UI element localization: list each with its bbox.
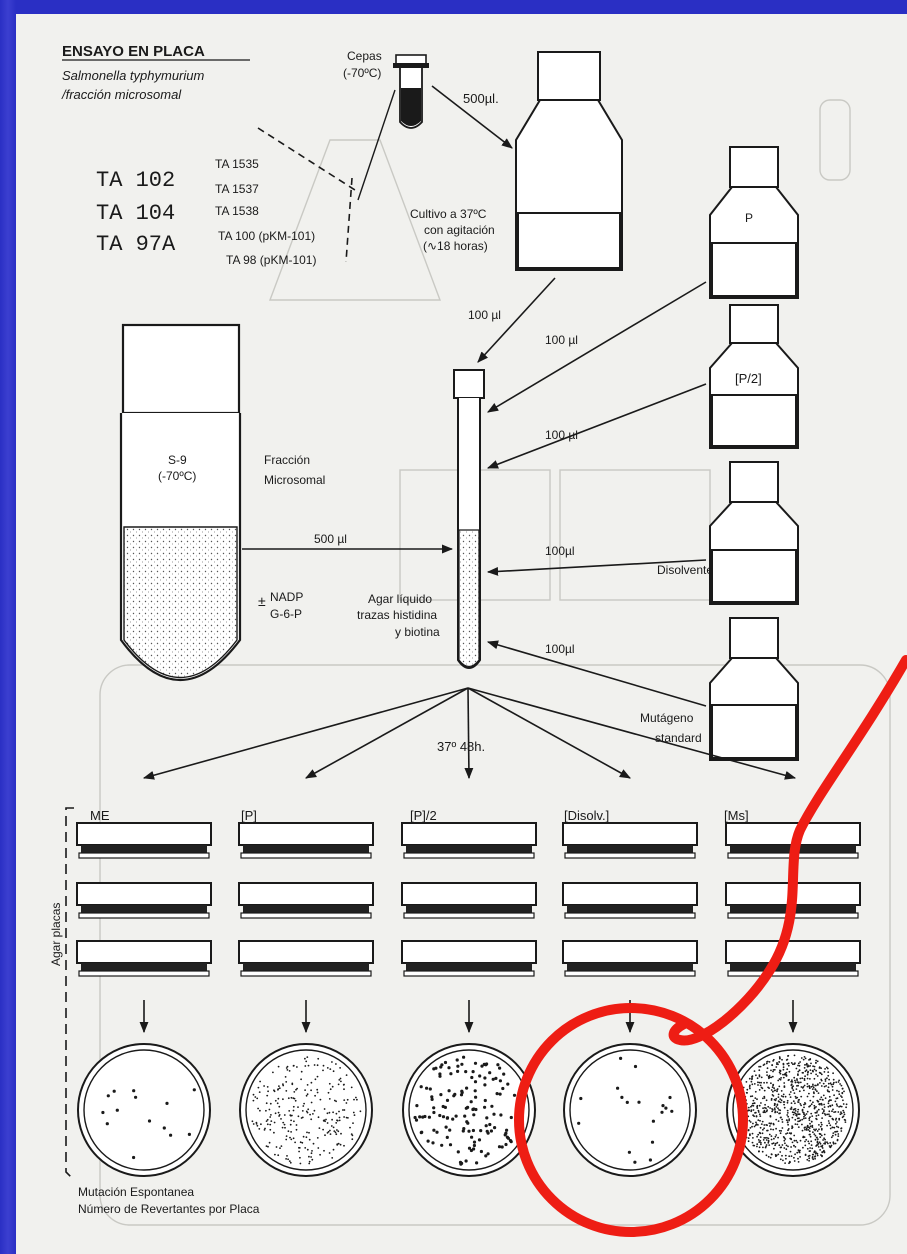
fraccion-label-2: Microsomal — [264, 473, 325, 487]
bottle-p2-label: [P/2] — [735, 371, 762, 386]
incubation-label: 37º 48h. — [437, 739, 485, 754]
column-header: [Ms] — [724, 808, 749, 823]
vol-500ul-cepas: 500µl. — [463, 91, 499, 106]
arrow-mutageno-to-tube — [488, 642, 706, 706]
strain-small: TA 98 (pKM-101) — [226, 253, 316, 267]
agar-plate — [77, 883, 211, 918]
strain-large: TA 102 — [96, 168, 175, 193]
strain-small: TA 1537 — [215, 182, 259, 196]
fraccion-label-1: Fracción — [264, 453, 310, 467]
cepas-label: Cepas — [347, 49, 382, 63]
nadp-pm: ± — [258, 593, 266, 609]
agar-plate — [563, 823, 697, 858]
mutageno-label-2: standard — [655, 731, 702, 745]
vol-100ul-cultivo: 100 µl — [468, 308, 501, 322]
agar-plate — [77, 823, 211, 858]
strain-large: TA 104 — [96, 201, 175, 226]
agar-plate — [402, 941, 536, 976]
cultivo-label-3: (∿18 horas) — [423, 239, 488, 253]
bottle-disolvente — [710, 462, 798, 604]
agar-placas-label: Agar placas — [49, 903, 63, 966]
s9-label: S-9 — [168, 453, 187, 467]
cepas-vial — [393, 55, 429, 128]
column-header: [P] — [241, 808, 257, 823]
agar-plate — [239, 941, 373, 976]
arrow-p-to-tube — [488, 282, 706, 412]
agar-plate — [726, 941, 860, 976]
strain-small: TA 1538 — [215, 204, 259, 218]
bottle-p-label: P — [745, 211, 753, 225]
agar-placas-bracket — [66, 808, 74, 1180]
agar-plate — [77, 941, 211, 976]
column-header: ME — [90, 808, 110, 823]
vol-500ul-s9: 500 µl — [314, 532, 347, 546]
page-title: ENSAYO EN PLACA — [62, 43, 205, 60]
vol-100ul-p: 100 µl — [545, 333, 578, 347]
agar-label-2: trazas histidina — [357, 608, 437, 622]
petri-dish — [564, 1044, 696, 1176]
agar-plate — [563, 883, 697, 918]
column-header: [P]/2 — [410, 808, 437, 823]
strain-large: TA 97A — [96, 232, 176, 257]
agar-plate — [239, 823, 373, 858]
bottle-mutageno — [710, 618, 798, 760]
agar-label-1: Agar líquido — [368, 592, 432, 606]
subtitle-fraction: /fracción microsomal — [61, 87, 182, 102]
s9-tube — [121, 325, 240, 680]
subtitle-organism: Salmonella typhymurium — [62, 68, 205, 83]
column-header: [Disolv.] — [564, 808, 609, 823]
agar-plate — [239, 883, 373, 918]
petri-dish — [78, 1044, 210, 1176]
nadp-label-2: G-6-P — [270, 607, 302, 621]
strain-small: TA 1535 — [215, 157, 259, 171]
cepas-temp: (-70ºC) — [343, 66, 381, 80]
footer-line-2: Número de Revertantes por Placa — [78, 1202, 260, 1216]
vol-100ul-disolvente: 100µl — [545, 544, 575, 558]
mutageno-label-1: Mutágeno — [640, 711, 694, 725]
cultivo-label-2: con agitación — [424, 223, 495, 237]
cepas-leader-line — [358, 90, 395, 200]
arrow-p2-to-tube — [488, 384, 706, 468]
strain-small: TA 100 (pKM-101) — [218, 229, 315, 243]
agar-plate — [402, 823, 536, 858]
nadp-label-1: NADP — [270, 590, 303, 604]
petri-dish — [240, 1044, 372, 1176]
cultivo-label-1: Cultivo a 37ºC — [410, 207, 487, 221]
agar-plate — [402, 883, 536, 918]
s9-temp: (-70ºC) — [158, 469, 196, 483]
bottle-p — [710, 147, 798, 298]
agar-tube — [454, 370, 484, 668]
agar-plate — [563, 941, 697, 976]
vol-100ul-p2: 100 µl — [545, 428, 578, 442]
cultivo-bottle — [516, 52, 622, 270]
vol-100ul-mutageno: 100µl — [545, 642, 575, 656]
disolvente-label: Disolvente — [657, 563, 713, 577]
agar-label-3: y biotina — [395, 625, 440, 639]
footer-line-1: Mutación Espontanea — [78, 1185, 194, 1199]
